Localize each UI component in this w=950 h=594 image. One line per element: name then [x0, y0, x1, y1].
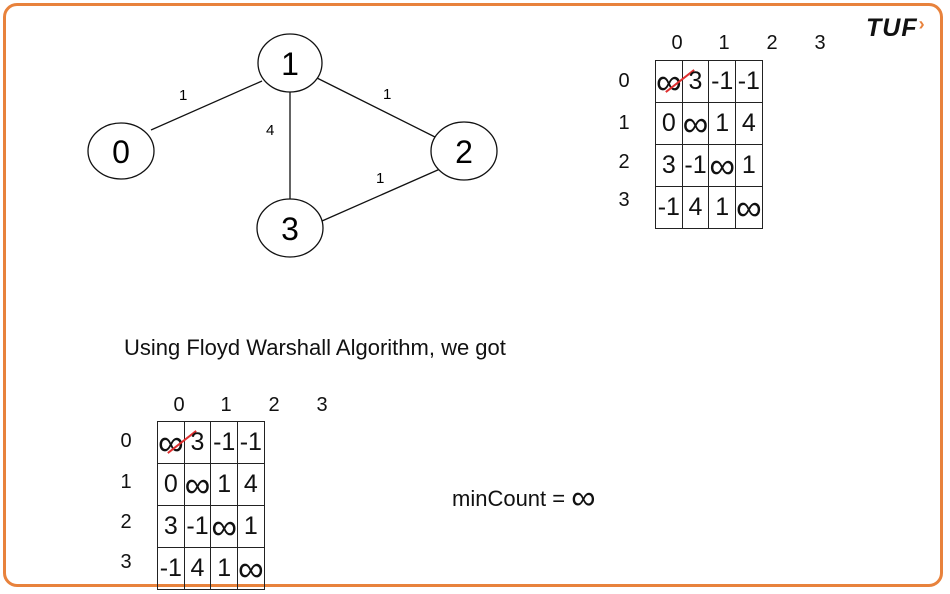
matrix-row: 0 ∞ 1 4	[655, 102, 763, 145]
matrix-cell: ∞	[735, 186, 763, 229]
edge-label-0-1: 1	[179, 87, 187, 104]
matrix-cell: 1	[237, 505, 265, 548]
edge-label-1-2: 1	[383, 86, 391, 103]
tuf-logo: TUF›	[866, 14, 926, 43]
matrix-cell: -1	[210, 421, 239, 464]
col-header: 2	[766, 32, 778, 54]
node-label: 0	[112, 134, 130, 170]
col-header: 3	[316, 394, 328, 416]
graph-diagram: 1 1 4 1 1 0 2 3	[87, 33, 498, 258]
matrix-cell: ∞	[681, 102, 710, 145]
matrix-cell: 4	[681, 186, 710, 229]
matrix-cell: 1	[735, 144, 763, 187]
node-label: 2	[455, 134, 473, 170]
matrix-cell: 1	[708, 102, 737, 145]
row-header: 3	[120, 551, 132, 573]
row-header: 3	[618, 189, 630, 211]
matrix-cell: -1	[655, 186, 683, 229]
matrix-cell: 3	[655, 144, 683, 187]
matrix-cell: ∞	[157, 421, 197, 464]
row-header: 0	[120, 430, 132, 452]
matrix-row: ∞ 3 -1 -1	[157, 421, 265, 464]
matrix-cell: 4	[237, 463, 265, 506]
matrix-cell: ∞	[708, 144, 737, 187]
matrix-cell: -1	[237, 421, 265, 464]
row-header: 1	[618, 112, 630, 134]
outer-frame	[3, 3, 943, 587]
matrix-cell: ∞	[237, 547, 265, 590]
edge-label-1-3: 4	[266, 122, 274, 139]
matrix-cell: 1	[210, 463, 239, 506]
edge-label-3-2: 1	[376, 170, 384, 187]
logo-chevron-icon: ›	[918, 14, 926, 34]
matrix-cell: -1	[681, 144, 710, 187]
col-header: 0	[173, 394, 185, 416]
graph-node-2: 2	[430, 121, 498, 181]
col-header: 1	[718, 32, 730, 54]
matrix-cell: 0	[655, 102, 683, 145]
edge-0-1	[150, 80, 263, 131]
matrix-cell: -1	[157, 547, 185, 590]
matrix-cell: ∞	[210, 505, 239, 548]
matrix-cell: -1	[183, 505, 212, 548]
logo-text: TUF	[866, 14, 918, 42]
min-count-label: minCount =	[452, 486, 572, 511]
node-label: 1	[281, 46, 299, 82]
row-header: 1	[120, 471, 132, 493]
matrix-cell: ∞	[183, 463, 212, 506]
min-count: minCount = ∞	[452, 476, 596, 517]
matrix-cell: 1	[708, 186, 737, 229]
caption-text: Using Floyd Warshall Algorithm, we got	[124, 335, 506, 360]
matrix-cell: 3	[183, 421, 212, 464]
matrix-cell: 3	[157, 505, 185, 548]
matrix-grid: ∞ 3 -1 -1 0 ∞ 1 4 3 -1 ∞ 1 -1 4 1 ∞	[157, 421, 265, 590]
matrix-row: -1 4 1 ∞	[655, 186, 763, 229]
matrix-row: ∞ 3 -1 -1	[655, 60, 763, 103]
matrix-cell: -1	[735, 60, 763, 103]
matrix-cell: 4	[735, 102, 763, 145]
matrix-cell: 0	[157, 463, 185, 506]
row-header: 2	[120, 511, 132, 533]
graph-node-0: 0	[87, 122, 155, 180]
col-header: 2	[268, 394, 280, 416]
graph-node-3: 3	[256, 198, 324, 258]
matrix-row: 3 -1 ∞ 1	[655, 144, 763, 187]
row-header: 2	[618, 151, 630, 173]
edge-3-2	[321, 168, 441, 222]
matrix-row: 3 -1 ∞ 1	[157, 505, 265, 548]
node-label: 3	[281, 211, 299, 247]
matrix-cell: 3	[681, 60, 710, 103]
matrix-row: 0 ∞ 1 4	[157, 463, 265, 506]
edge-1-2	[316, 77, 436, 138]
matrix-cell: 1	[210, 547, 239, 590]
graph-node-1: 1	[257, 33, 323, 93]
matrix-cell: ∞	[655, 60, 695, 103]
matrix-grid: ∞ 3 -1 -1 0 ∞ 1 4 3 -1 ∞ 1 -1 4 1 ∞	[655, 60, 763, 229]
col-header: 0	[671, 32, 683, 54]
col-header: 1	[220, 394, 232, 416]
matrix-row: -1 4 1 ∞	[157, 547, 265, 590]
matrix-cell: -1	[708, 60, 737, 103]
col-header: 3	[814, 32, 826, 54]
matrix-cell: 4	[183, 547, 212, 590]
min-count-value: ∞	[571, 479, 596, 517]
row-header: 0	[618, 70, 630, 92]
